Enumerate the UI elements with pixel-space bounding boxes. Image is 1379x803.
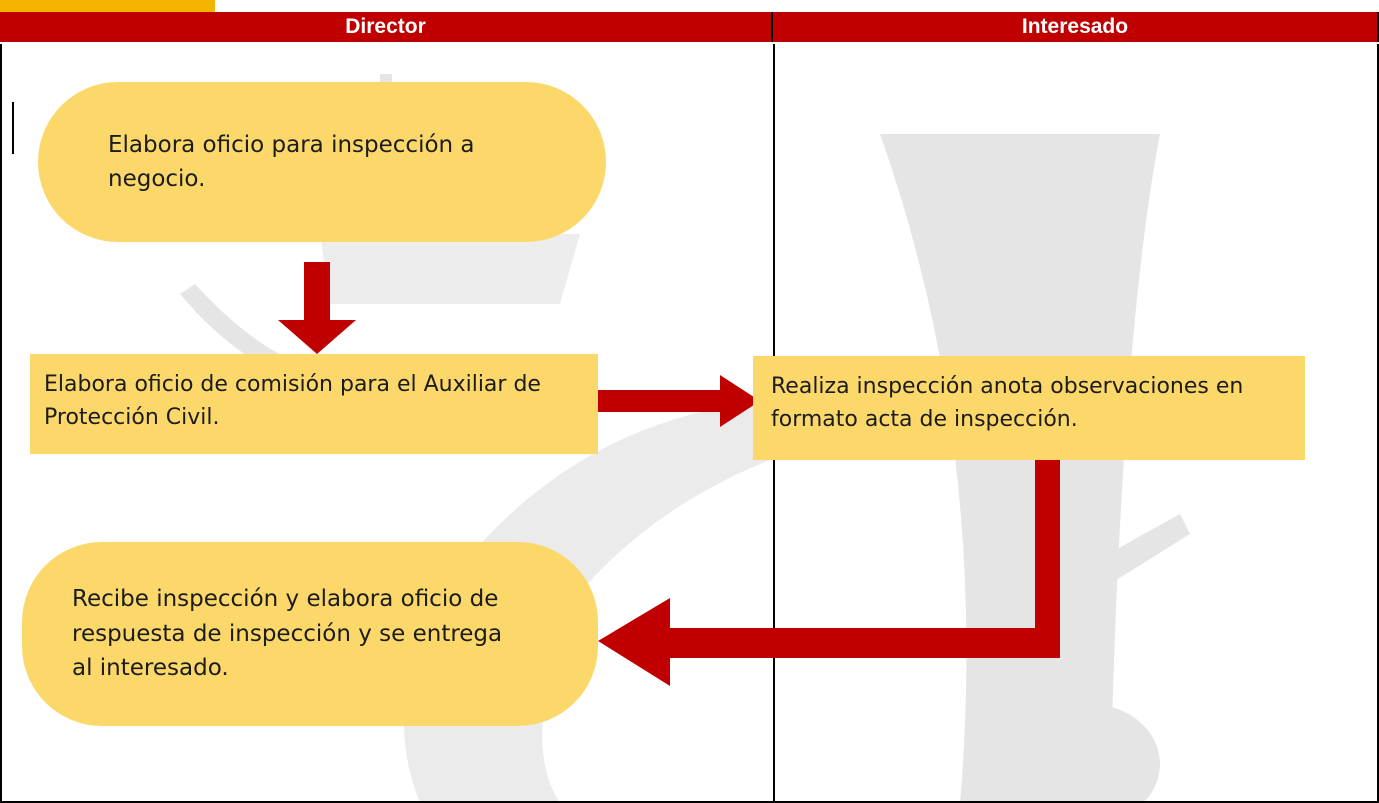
right-border [1377,44,1379,803]
bottom-border [0,801,1379,803]
cursor-mark [12,102,14,154]
swimlane-header: Director Interesado [0,12,1379,42]
step-1-text: Elabora oficio para inspección a negocio… [108,131,475,193]
arrow-step1-to-step2 [278,262,356,354]
step-2-process: Elabora oficio de comisión para el Auxil… [30,354,598,454]
step-4-end: Recibe inspección y elabora oficio de re… [22,542,598,726]
left-border [0,44,2,803]
arrow-step3-to-step4 [598,460,1060,686]
step-2-text: Elabora oficio de comisión para el Auxil… [44,372,541,430]
corner-tab [0,0,215,14]
lane-header-interesado: Interesado [773,12,1379,42]
step-1-start: Elabora oficio para inspección a negocio… [38,82,606,242]
step-3-text: Realiza inspección anota observaciones e… [771,374,1244,432]
step-4-text: Recibe inspección y elabora oficio de re… [72,586,503,682]
lane-header-director: Director [0,12,773,42]
arrow-step2-to-step3 [598,375,760,427]
step-3-process: Realiza inspección anota observaciones e… [753,356,1305,460]
